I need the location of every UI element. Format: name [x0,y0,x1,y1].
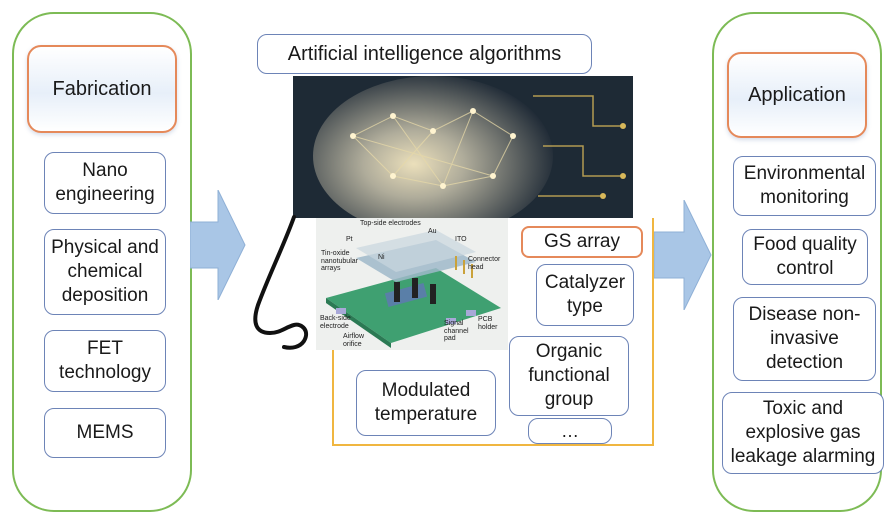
gs-array-box: GS array [521,226,643,258]
nano-engineering-box: Nano engineering [44,152,166,214]
nose-outline [253,215,309,350]
ai-algorithms-title: Artificial intelligence algorithms [257,34,592,74]
label-ito: ITO [455,236,467,243]
label-airflow: Airflow orifice [343,333,365,348]
label-pt: Pt [346,236,353,243]
label-tin-oxide: Tin-oxide nanotubular arrays [321,250,358,273]
gas-sensor-device-image [316,218,508,350]
ai-brain-image [293,76,633,218]
modulated-temperature-box: Modulated temperature [356,370,496,436]
deposition-box: Physical and chemical deposition [44,229,166,315]
sensor-parameters-frame [332,218,654,446]
disease-detection-box: Disease non-invasive detection [733,297,876,381]
catalyzer-type-box: Catalyzer type [536,264,634,326]
application-header: Application [727,52,867,138]
label-ni: Ni [378,254,385,261]
fet-technology-box: FET technology [44,330,166,392]
label-pcb: PCB holder [478,316,498,331]
frame-left-edge [332,350,334,446]
label-top-electrodes: Top-side electrodes [360,220,421,227]
label-connector: Connector head [468,256,501,271]
label-back-electrode: Back-side electrode [320,315,351,330]
fabrication-header: Fabrication [27,45,177,133]
mems-box: MEMS [44,408,166,458]
left-flow-arrow [190,190,246,300]
label-signal: Signal channel pad [444,320,469,343]
environmental-monitoring-box: Environmental monitoring [733,156,876,216]
gas-leakage-box: Toxic and explosive gas leakage alarming [722,392,884,474]
right-flow-arrow [654,200,712,310]
label-au: Au [428,228,437,235]
ellipsis-box: … [528,418,612,444]
organic-functional-group-box: Organic functional group [509,336,629,416]
food-quality-box: Food quality control [742,229,868,285]
